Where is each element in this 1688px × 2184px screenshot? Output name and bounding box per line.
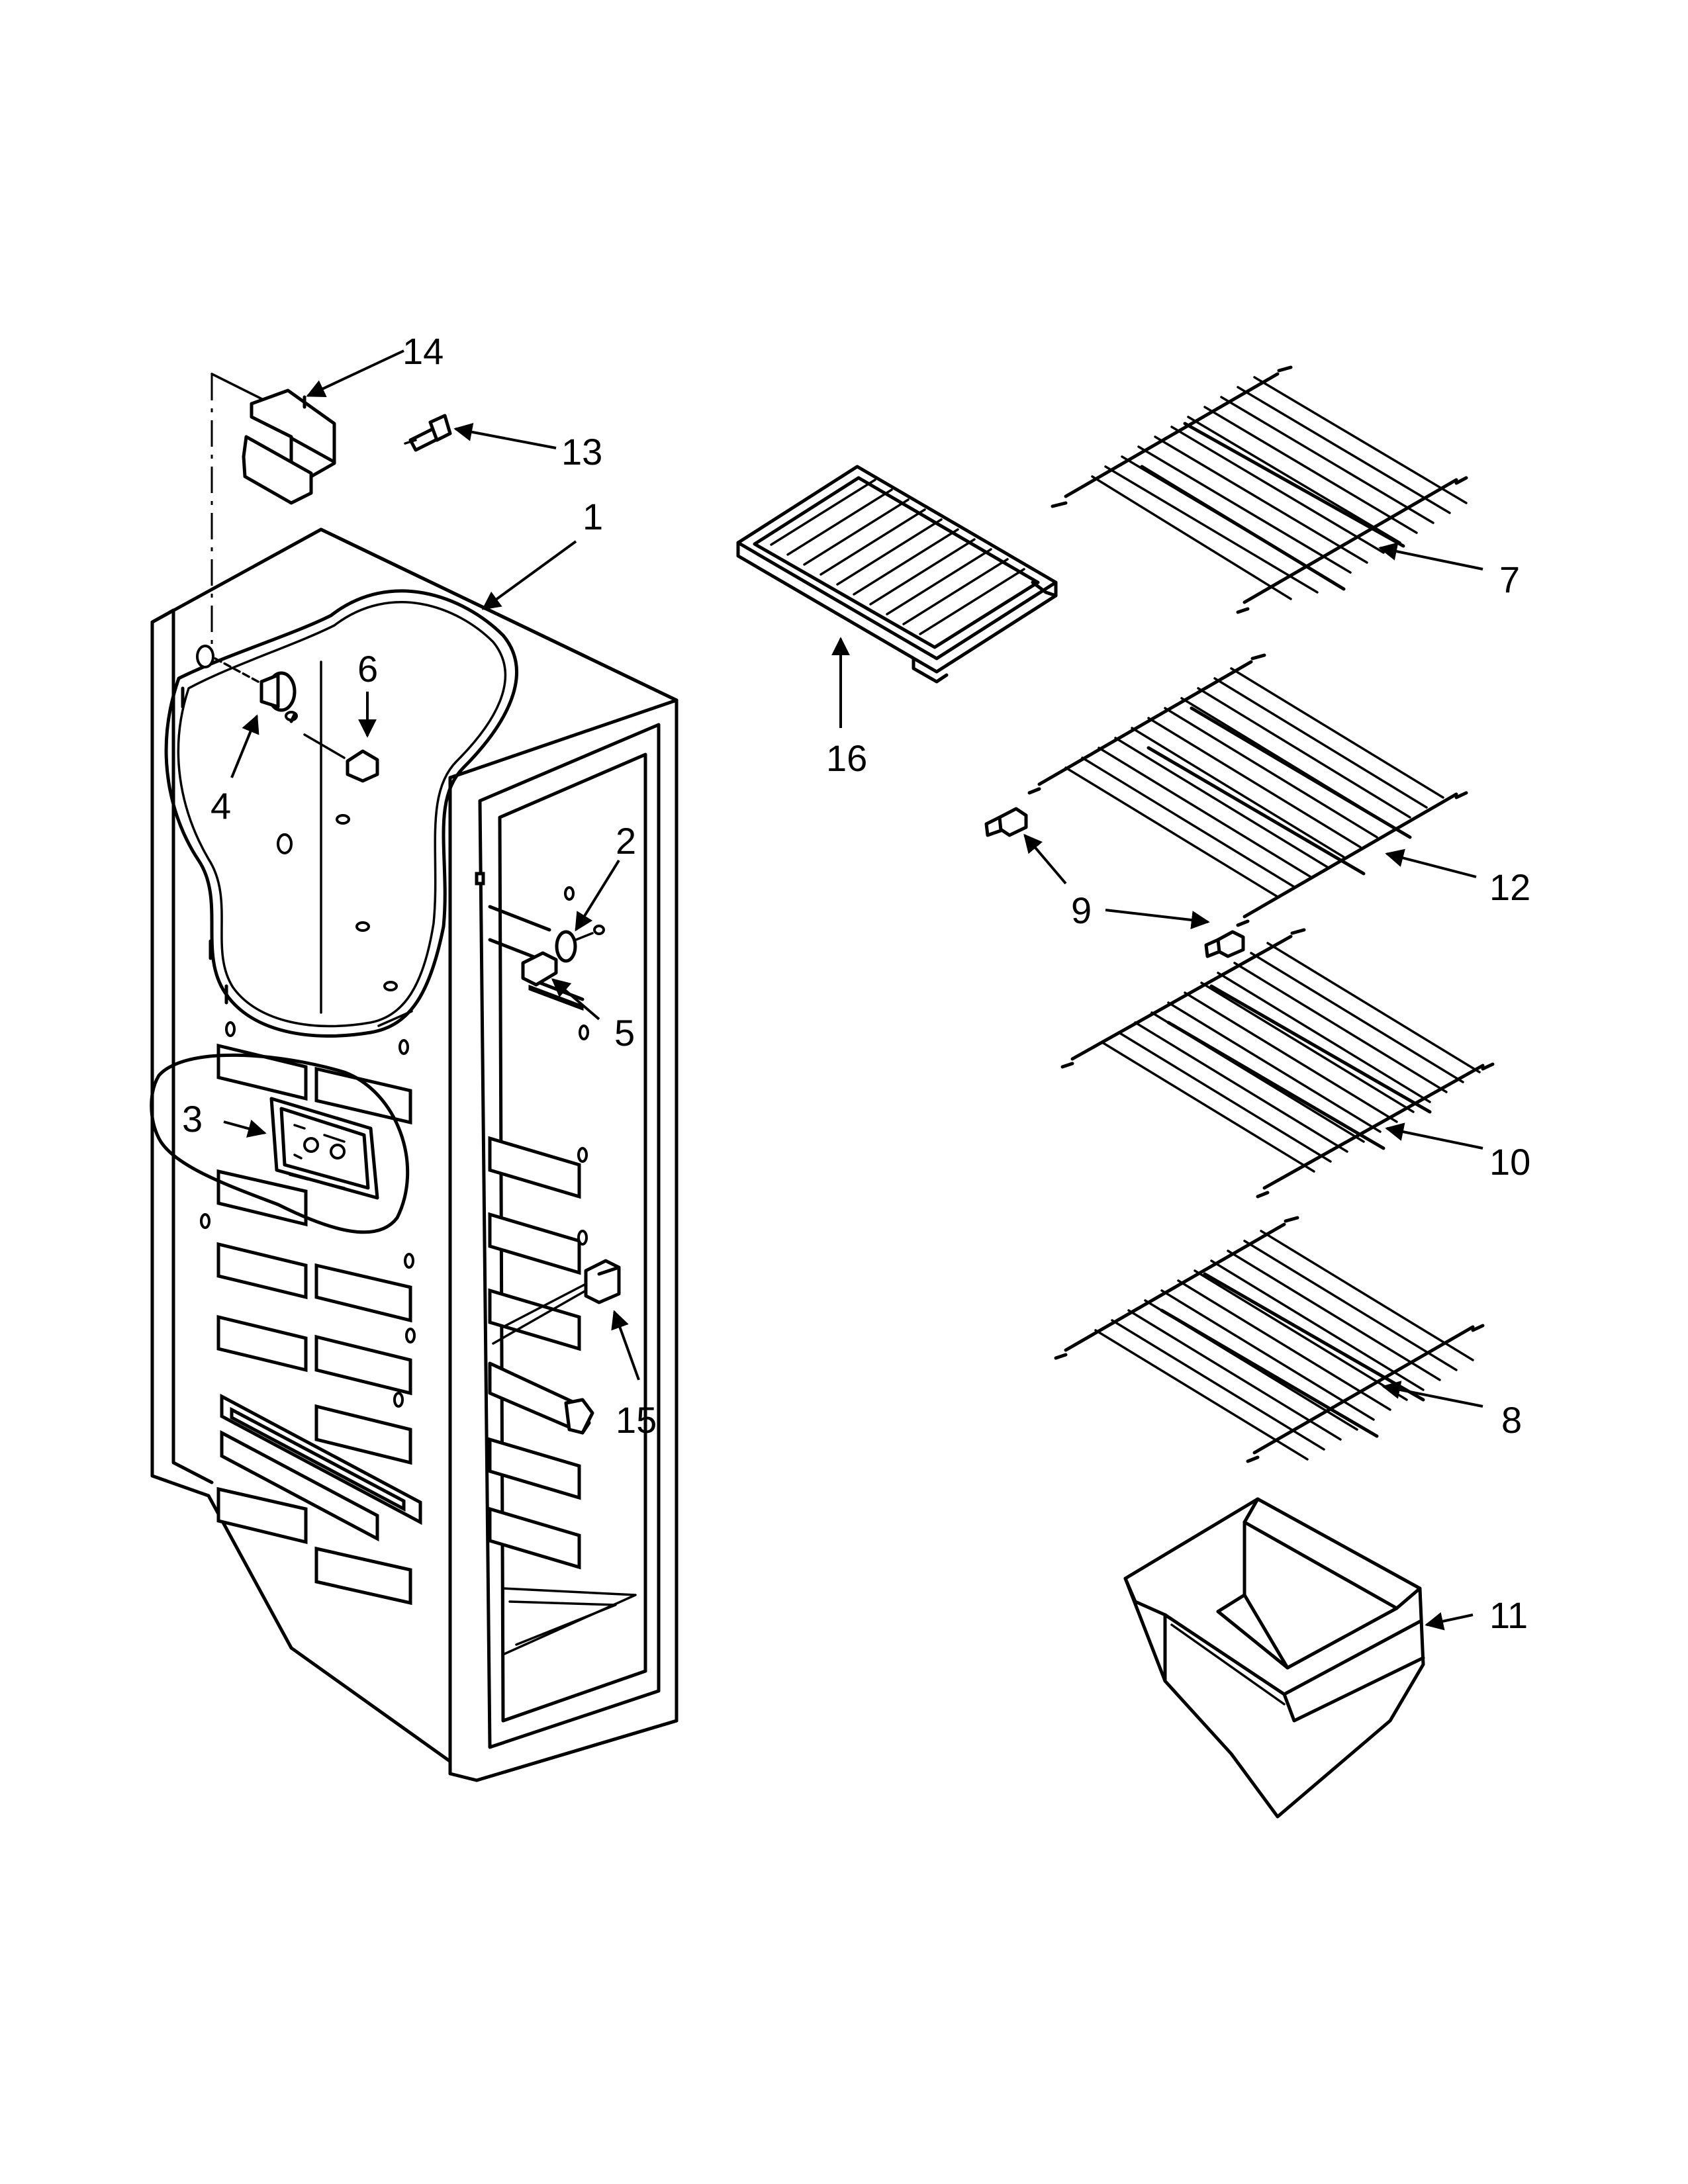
callout-label-2: 2 xyxy=(616,820,636,862)
callout-label-10: 10 xyxy=(1489,1141,1530,1183)
callout-label-6: 6 xyxy=(357,648,378,690)
control-panel-part-3 xyxy=(150,1053,410,1234)
tray-ribs xyxy=(770,478,1025,635)
freezer-liner xyxy=(150,527,679,1782)
screw-part-13 xyxy=(404,414,452,452)
callout-label-8: 8 xyxy=(1501,1399,1522,1441)
callout-label-11: 11 xyxy=(1489,1594,1528,1636)
callout-label-4: 4 xyxy=(211,785,231,827)
storage-bin-part-11 xyxy=(1123,1497,1425,1819)
tray-shelf-part-16 xyxy=(736,465,1058,684)
switch-part-15 xyxy=(492,1259,621,1345)
callout-label-16: 16 xyxy=(826,737,867,779)
bracket-part-14 xyxy=(242,388,336,505)
wire-shelf-part-7 xyxy=(1051,365,1468,614)
callout-label-1: 1 xyxy=(583,496,603,537)
wire-shelf-part-10 xyxy=(1060,928,1495,1199)
callout-label-5: 5 xyxy=(614,1012,635,1054)
callout-label-12: 12 xyxy=(1489,866,1530,908)
callout-leaders xyxy=(223,349,1483,1631)
callout-label-9: 9 xyxy=(1071,889,1092,931)
knob-part-4 xyxy=(196,645,297,712)
callout-labels: 14 13 1 6 4 2 5 3 15 16 7 9 12 10 8 11 xyxy=(182,330,1530,1636)
callout-label-7: 7 xyxy=(1499,559,1520,600)
wire-shelf-part-12 xyxy=(1027,653,1468,927)
wire-shelf-part-8 xyxy=(1054,1216,1485,1463)
stud-part-9-lower xyxy=(1204,930,1245,958)
callout-label-3: 3 xyxy=(182,1098,203,1140)
callout-label-13: 13 xyxy=(561,431,602,473)
back-wall-slots xyxy=(216,1043,422,1606)
shelf-support-part-5 xyxy=(521,925,605,987)
clip-part-6 xyxy=(289,713,379,783)
callout-label-14: 14 xyxy=(402,330,444,372)
stud-part-9-upper xyxy=(984,807,1028,837)
callout-label-15: 15 xyxy=(616,1399,657,1441)
